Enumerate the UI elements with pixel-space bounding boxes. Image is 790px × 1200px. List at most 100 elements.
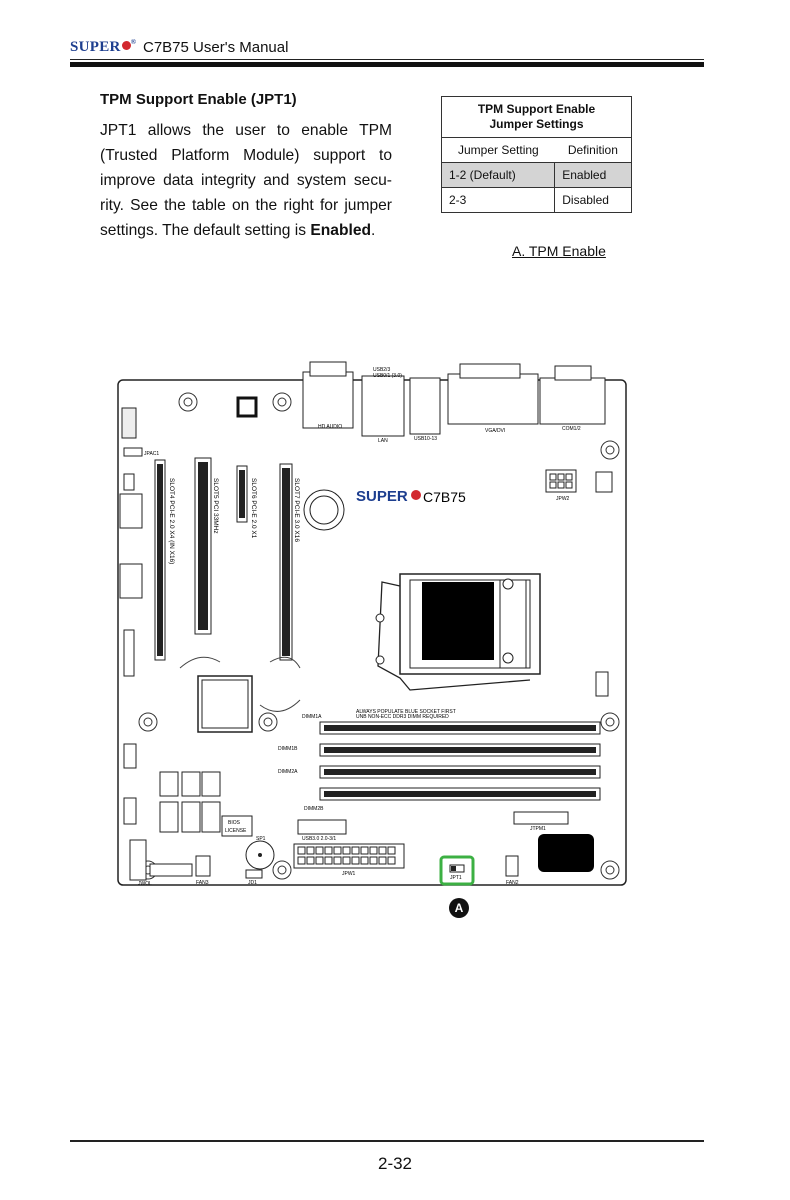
column-header-definition: Definition [554,137,632,163]
motherboard-diagram: USB2/3 USB0/1 (3.0) HD AUDIO LAN USB10-1… [110,360,630,890]
label-usb-top: USB2/3 [373,367,390,373]
label-fan2: FAN2 [506,880,519,886]
jtpm1-header [513,811,569,825]
row-setting: 2-3 [440,187,556,213]
label-slot5: SLOT5 PCI 33MHz [212,478,219,534]
row-definition: Enabled [554,162,632,188]
label-jpw2: JPW2 [556,496,570,502]
board-model-text: C7B75 [423,489,466,505]
label-fan3: FAN3 [196,880,209,886]
left-header-2 [123,629,135,677]
page-header: SUPER ® C7B75 User's Manual [70,36,704,70]
motherboard-svg: USB2/3 USB0/1 (3.0) HD AUDIO LAN USB10-1… [117,361,627,887]
label-jd1: JD1 [248,880,257,886]
table-row: 1-2 (Default) Enabled [440,162,632,188]
com-port [539,377,606,425]
right-header-cpu-fan [595,671,609,697]
dimm-slots [319,721,601,801]
label-jpw1: JPW1 [342,871,356,877]
label-hd-audio: HD AUDIO [318,424,342,430]
table-caption-line2: Jumper Settings [489,117,584,131]
body-text-end: . [371,222,376,239]
body-text-main: JPT1 allows the user to enable TPM (Trus… [100,122,392,239]
label-usb1013: USB10-13 [414,436,437,442]
table-caption-line1: TPM Support Enable [477,102,596,116]
jpt1-jumper [449,864,465,873]
label-lan: LAN [378,438,388,444]
jumper-left-a [123,473,135,491]
vga-dvi-top [459,363,521,379]
label-jpac1: JPAC1 [144,451,159,457]
left-header-4 [123,797,137,825]
label-slot7: SLOT7 PCI-E 3.0 X16 [293,478,300,542]
header-rule-thick [70,62,704,67]
pch-chip-inner [201,679,249,729]
brand-registered-mark: ® [130,38,137,46]
label-populate1: ALWAYS POPULATE BLUE SOCKET FIRST [356,709,456,715]
fan-header-top-right [595,471,613,493]
fan3-header [195,855,211,877]
front-panel-header [129,839,147,881]
label-bios: BIOS [228,820,241,826]
label-populate2: UNB NON-ECC DDR3 DIMM REQUIRED [356,714,449,720]
audio-port-top [309,361,347,377]
jpac1-header [123,447,143,457]
cpu-socket [375,573,541,691]
jpw2-connector [545,469,577,493]
label-jtpm1: JTPM1 [530,826,546,832]
header-rule-thin [70,59,704,60]
label-license: LICENSE [225,828,247,834]
pch-chip [197,675,253,733]
label-dimm1b: DIMM1B [278,746,298,752]
jumper-settings-table: TPM Support Enable Jumper Settings Jumpe… [440,96,632,213]
label-dimm2b: DIMM2B [304,806,324,812]
lan-port [361,375,405,437]
usb3-front-header [297,819,347,835]
label-dimm2a: DIMM2A [278,769,298,775]
table-row: 2-3 Disabled [440,187,632,213]
left-header-3 [123,743,137,769]
jpw1-pins [297,846,396,865]
speaker-center [258,853,262,857]
legend-tpm-enable: A. TPM Enable [512,243,606,259]
sata-connectors [159,771,221,833]
jd1-header [245,869,263,879]
board-brand-text: SUPER [356,488,408,505]
fan2-header [505,855,519,877]
label-slot6: SLOT6 PCI-E 2.0 X1 [250,478,257,539]
section-title: TPM Support Enable (JPT1) [100,91,297,108]
body-text-bold: Enabled [310,222,372,239]
manual-title: C7B75 User's Manual [143,39,289,56]
label-com12: COM1/2 [562,426,581,432]
row-definition: Disabled [554,187,632,213]
usb-port [409,377,441,435]
cmos-battery-inner [309,495,339,525]
chip-traces [179,656,301,712]
com-port-top [554,365,592,381]
label-dimm1a: DIMM1A [302,714,322,720]
section-body: JPT1 allows the user to enable TPM (Trus… [100,118,392,243]
left-header-1 [121,407,137,439]
jwol-header [149,863,193,877]
expansion-slots [154,457,293,661]
label-jpt1: JPT1 [450,875,462,881]
com-header-1 [119,493,143,529]
jpt1-pin-1 [451,866,456,871]
audio-port [302,371,354,429]
label-usb-front: USB3.0 2.0-3/1 [302,836,336,842]
label-sp1: SP1 [256,836,266,842]
label-usb-top2: USB0/1 (3.0) [373,373,402,379]
table-caption: TPM Support Enable Jumper Settings [441,96,632,138]
column-header-setting: Jumper Setting [440,137,555,163]
brand-dot-icon [121,41,131,50]
supermicro-logo: SUPER ® [70,38,136,56]
footer-rule [70,1140,704,1142]
label-slot4: SLOT4 PCI-E 2.0 X4 (IN X16) [168,478,175,564]
marker-a-badge: A [449,898,469,918]
super-io-chip [538,834,594,872]
row-setting: 1-2 (Default) [440,162,556,188]
label-vga-dvi: VGA/DVI [485,428,505,434]
brand-text: SUPER [70,39,121,55]
vga-dvi-port [447,373,539,425]
jpt1-highlight [439,855,475,886]
